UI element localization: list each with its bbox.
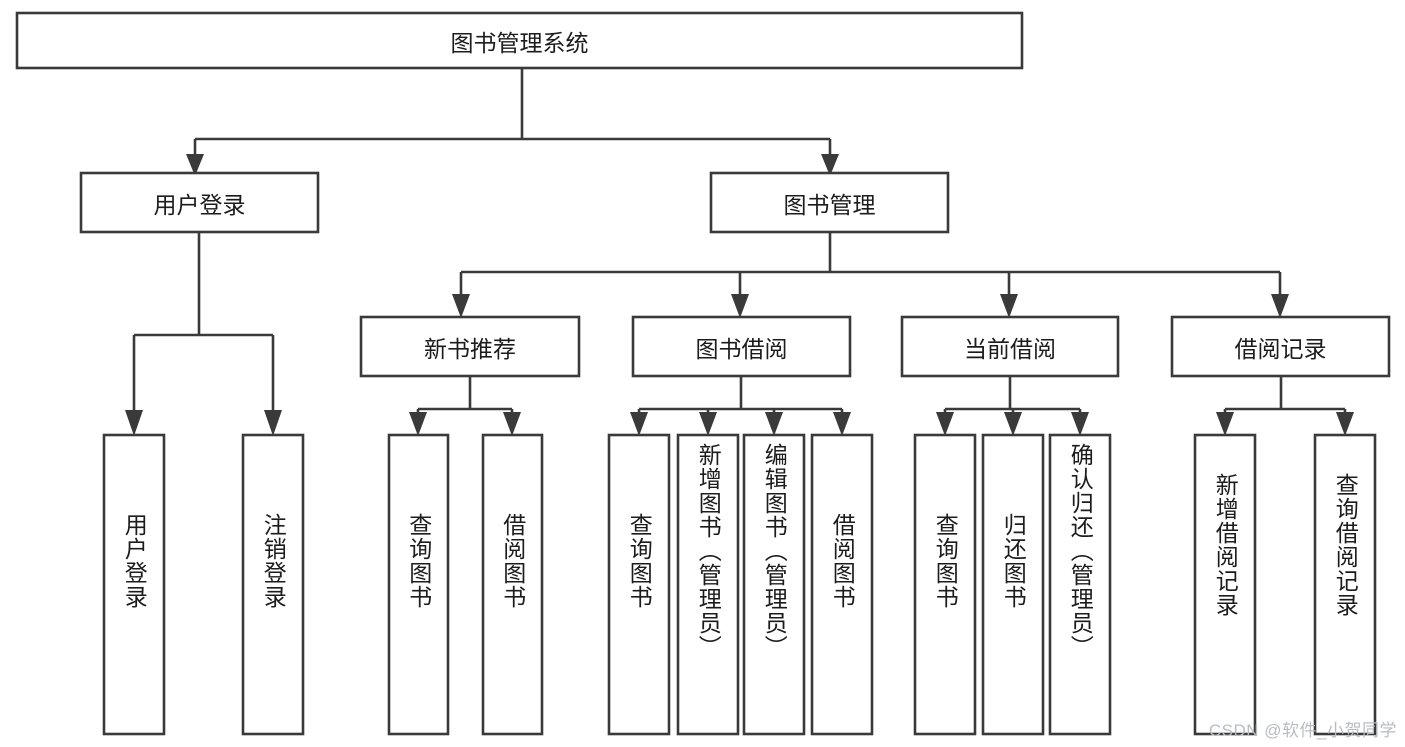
node-book-management[interactable] [709,171,950,234]
arrow-head-leaf-user-logout [264,410,282,436]
node-new-book-recommend[interactable] [359,315,581,378]
node-leaf-query-book-2[interactable] [607,433,671,736]
node-leaf-return-book[interactable] [981,433,1045,736]
arrow-head-leaf-query-book-1 [409,412,427,436]
arrow-head-leaf-edit-book [765,412,783,436]
node-leaf-add-record[interactable] [1193,433,1257,736]
node-user-login[interactable] [79,171,320,234]
node-borrow-record[interactable] [1170,315,1391,378]
node-leaf-borrow-book-2[interactable] [810,433,874,736]
node-leaf-query-record[interactable] [1313,433,1377,736]
node-leaf-user-login[interactable] [102,433,166,736]
arrow-head-leaf-add-record [1216,412,1234,436]
node-leaf-add-book[interactable] [676,433,740,736]
arrow-head-leaf-user-login [125,410,143,436]
node-book-borrow[interactable] [631,315,852,378]
node-leaf-user-logout[interactable] [241,433,305,736]
arrow-head-leaf-add-book [699,412,717,436]
arrow-head-current-borrow [1000,294,1018,318]
arrow-head-leaf-confirm-return [1071,412,1089,436]
node-leaf-query-book-1[interactable] [387,433,450,736]
node-leaf-borrow-book-1[interactable] [481,433,544,736]
arrow-head-leaf-borrow-book-2 [833,412,851,436]
arrow-head-borrow-record [1271,294,1289,318]
arrow-head-leaf-query-book-3 [936,412,954,436]
arrow-head-leaf-borrow-book-1 [503,412,521,436]
box-layer [15,11,1391,736]
arrow-head-new-book-recommend [452,294,470,318]
arrow-head-book-management [821,154,839,176]
arrow-head-book-borrow [731,294,749,318]
node-leaf-edit-book[interactable] [742,433,806,736]
node-root[interactable] [15,11,1024,70]
node-leaf-query-book-3[interactable] [913,433,977,736]
arrow-head-leaf-return-book [1004,412,1022,436]
arrow-head-user-login [186,154,204,176]
node-leaf-confirm-return[interactable] [1048,433,1112,736]
arrow-head-leaf-query-record [1336,412,1354,436]
connector-layer [125,68,1354,436]
node-current-borrow[interactable] [900,315,1120,378]
arrow-head-leaf-query-book-2 [630,412,648,436]
